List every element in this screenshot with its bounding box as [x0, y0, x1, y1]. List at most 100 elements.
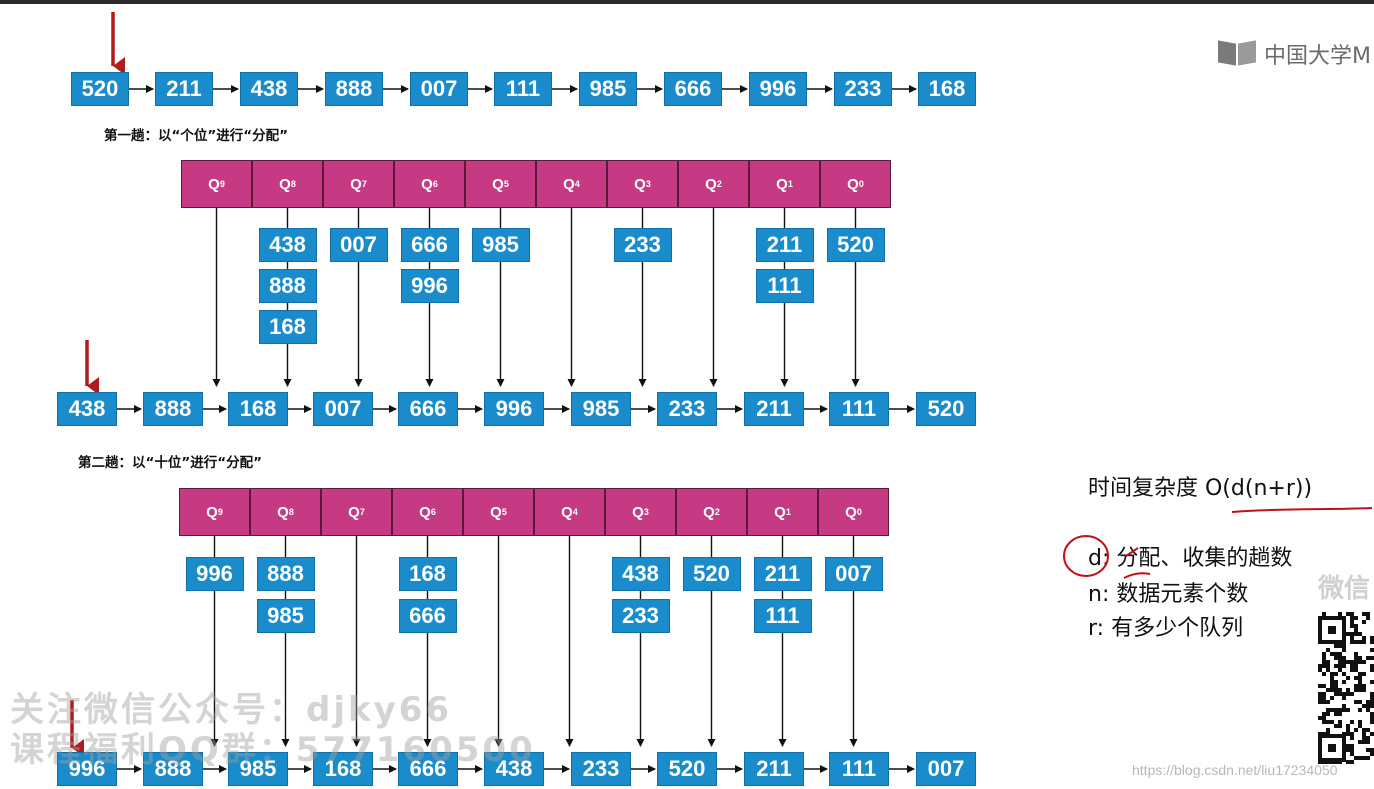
- queue-letter: Q: [705, 175, 717, 193]
- row-2-node: 985: [571, 392, 631, 426]
- queue-letter: Q: [277, 503, 289, 521]
- row-3-node: 168: [313, 752, 373, 786]
- row-3-node: 233: [571, 752, 631, 786]
- row-1-node: 168: [918, 72, 976, 106]
- watermark-line-1: 关注微信公众号：djky66: [10, 690, 453, 730]
- row-3-node: 888: [143, 752, 203, 786]
- queue-letter: Q: [776, 175, 788, 193]
- queue-letter: Q: [490, 503, 502, 521]
- row-3-node: 520: [657, 752, 717, 786]
- pass-1-bucket-item: 985: [471, 228, 530, 262]
- row-3-node: 996: [57, 752, 117, 786]
- pass-1-bucket-item: 520: [826, 228, 885, 262]
- queue-letter: Q: [634, 175, 646, 193]
- pass-1-bucket-item: 211: [755, 228, 814, 262]
- queue-letter: Q: [348, 503, 360, 521]
- queue-letter: Q: [561, 503, 573, 521]
- note-n: n: 数据元素个数: [1088, 582, 1249, 607]
- queue-letter: Q: [845, 503, 857, 521]
- pass-2-bucket-item: 996: [185, 557, 244, 591]
- row-3-node: 985: [228, 752, 288, 786]
- row-3-node: 438: [484, 752, 544, 786]
- note-d: d: 分配、收集的趟数: [1088, 546, 1293, 571]
- queue-index: 1: [787, 179, 793, 189]
- top-border: [0, 0, 1374, 4]
- wechat-fragment: 微信: [1318, 574, 1371, 604]
- queue-index: 5: [503, 179, 509, 189]
- source-credit: https://blog.csdn.net/liu17234050: [1132, 762, 1338, 778]
- queue-index: 2: [714, 507, 720, 517]
- queue-letter: Q: [206, 503, 218, 521]
- pass-2-bucket-item: 111: [753, 599, 812, 633]
- queue-index: 9: [217, 507, 223, 517]
- row-1-node: 111: [494, 72, 552, 106]
- pass-1-bucket-item: 233: [613, 228, 672, 262]
- queue-letter: Q: [419, 503, 431, 521]
- note-r: r: 有多少个队列: [1088, 616, 1244, 641]
- row-2-node: 211: [744, 392, 804, 426]
- pass-2-caption: 第二趟：以“十位”进行“分配”: [78, 455, 262, 471]
- row-1-node: 438: [240, 72, 298, 106]
- row-3-node: 007: [916, 752, 976, 786]
- pass-1-bucket-item: 168: [258, 310, 317, 344]
- pass-1-bucket-item: 111: [755, 269, 814, 303]
- pass-2-bucket-item: 007: [824, 557, 883, 591]
- row-2-node: 168: [228, 392, 288, 426]
- pass-2-bucket-item: 666: [398, 599, 457, 633]
- row-2-node: 111: [829, 392, 889, 426]
- pass-1-caption: 第一趟：以“个位”进行“分配”: [104, 128, 288, 144]
- row-2-node: 666: [398, 392, 458, 426]
- queue-index: 6: [430, 507, 436, 517]
- queue-letter: Q: [279, 175, 291, 193]
- pass-2-bucket-item: 520: [682, 557, 741, 591]
- queue-index: 1: [785, 507, 791, 517]
- queue-index: 2: [716, 179, 722, 189]
- brand-text: 中国大学M: [1264, 44, 1371, 69]
- queue-index: 8: [290, 179, 296, 189]
- pass-1-bucket-item: 007: [329, 228, 388, 262]
- queue-letter: Q: [847, 175, 859, 193]
- row-2-node: 520: [916, 392, 976, 426]
- row-1-node: 007: [410, 72, 468, 106]
- queue-index: 3: [645, 179, 651, 189]
- queue-index: 8: [288, 507, 294, 517]
- queue-index: 0: [858, 179, 864, 189]
- row-2-node: 888: [143, 392, 203, 426]
- row-3-node: 111: [829, 752, 889, 786]
- qr-code: [1318, 612, 1374, 764]
- queue-index: 9: [219, 179, 225, 189]
- queue-index: 4: [574, 179, 580, 189]
- pass-1-bucket-item: 888: [258, 269, 317, 303]
- queue-index: 5: [501, 507, 507, 517]
- pass-1-bucket-item: 438: [258, 228, 317, 262]
- row-1-node: 888: [325, 72, 383, 106]
- queue-index: 0: [856, 507, 862, 517]
- queue-letter: Q: [208, 175, 220, 193]
- row-3-node: 211: [744, 752, 804, 786]
- row-2-node: 996: [484, 392, 544, 426]
- queue-letter: Q: [421, 175, 433, 193]
- pass-2-bucket-item: 985: [256, 599, 315, 633]
- pass-1-bucket-item: 996: [400, 269, 459, 303]
- queue-letter: Q: [350, 175, 362, 193]
- row-1-node: 666: [664, 72, 722, 106]
- pass-2-bucket-item: 233: [611, 599, 670, 633]
- row-1-node: 996: [749, 72, 807, 106]
- pass-2-bucket-item: 211: [753, 557, 812, 591]
- queue-index: 7: [361, 179, 367, 189]
- row-1-node: 211: [155, 72, 213, 106]
- queue-index: 7: [359, 507, 365, 517]
